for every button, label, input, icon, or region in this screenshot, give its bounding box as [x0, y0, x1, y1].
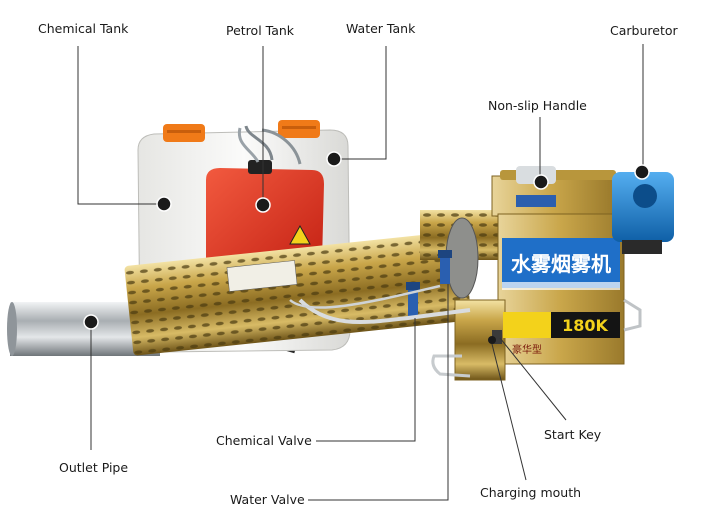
start-key: [492, 330, 502, 344]
label-nonslip-handle: Non-slip Handle: [488, 98, 587, 113]
model-badge-left: [503, 312, 551, 338]
leader-lines: [77, 44, 650, 501]
brand-banner-stripe: [502, 282, 620, 290]
marker-chemical-tank: [156, 196, 172, 212]
label-water-valve: Water Valve: [230, 492, 305, 507]
model-badge: [551, 312, 620, 338]
label-start-key: Start Key: [544, 427, 602, 442]
fuel-hose: [261, 128, 302, 165]
feed-tube: [298, 298, 471, 325]
model-number: 180K: [562, 316, 608, 335]
label-charging-mouth: Charging mouth: [480, 485, 581, 500]
marker-petrol-tank: [255, 197, 271, 213]
water-tank-cap-ridge: [282, 126, 316, 129]
brand-chinese-name: 水雾烟雾机: [511, 252, 611, 276]
leader-chemical-valve: [316, 318, 416, 442]
feed-tube: [289, 284, 441, 309]
marker-carburetor: [634, 164, 650, 180]
leader-chemical-tank: [77, 46, 162, 205]
outlet-pipe-mouth: [7, 302, 17, 356]
chemical-tank-cap-ridge: [167, 130, 201, 133]
label-water-tank: Water Tank: [346, 21, 416, 36]
barrel-holes: [124, 231, 472, 356]
marker-nonslip-handle: [533, 174, 549, 190]
chemical-valve-body: [408, 290, 418, 316]
chemical-valve-knob: [406, 282, 420, 290]
charging-mouth: [488, 336, 496, 344]
petrol-tank-cap: [248, 160, 272, 174]
engine-mount: [622, 240, 662, 254]
water-valve-knob: [438, 250, 452, 258]
flammable-warning-icon: [289, 224, 311, 245]
leader-start-key: [499, 337, 567, 421]
fuel-hose: [244, 125, 274, 161]
model-sub-badge: 豪华型: [512, 343, 542, 356]
label-chemical-valve: Chemical Valve: [216, 433, 312, 448]
handle-logo: [516, 195, 556, 207]
leader-water-valve: [308, 284, 449, 501]
label-outlet-pipe: Outlet Pipe: [59, 460, 128, 475]
fuel-hose: [237, 127, 260, 163]
side-handle-loop: [431, 354, 471, 378]
marker-outlet-pipe: [83, 314, 99, 330]
label-petrol-tank: Petrol Tank: [226, 23, 295, 38]
water-valve-body: [440, 258, 450, 284]
label-chemical-tank: Chemical Tank: [38, 21, 129, 36]
engine-cap: [633, 184, 657, 208]
warning-sticker: [226, 260, 298, 292]
leader-charging-mouth: [491, 343, 527, 481]
brand-banner: [502, 238, 620, 288]
labels: Chemical Tank Petrol Tank Water Tank Car…: [38, 21, 678, 507]
right-bracket: [623, 298, 642, 332]
leader-water-tank: [335, 46, 387, 160]
label-carburetor: Carburetor: [610, 23, 678, 38]
marker-water-tank: [326, 151, 342, 167]
machine-illustration: 水雾烟雾机 180K 豪华型: [7, 120, 674, 381]
